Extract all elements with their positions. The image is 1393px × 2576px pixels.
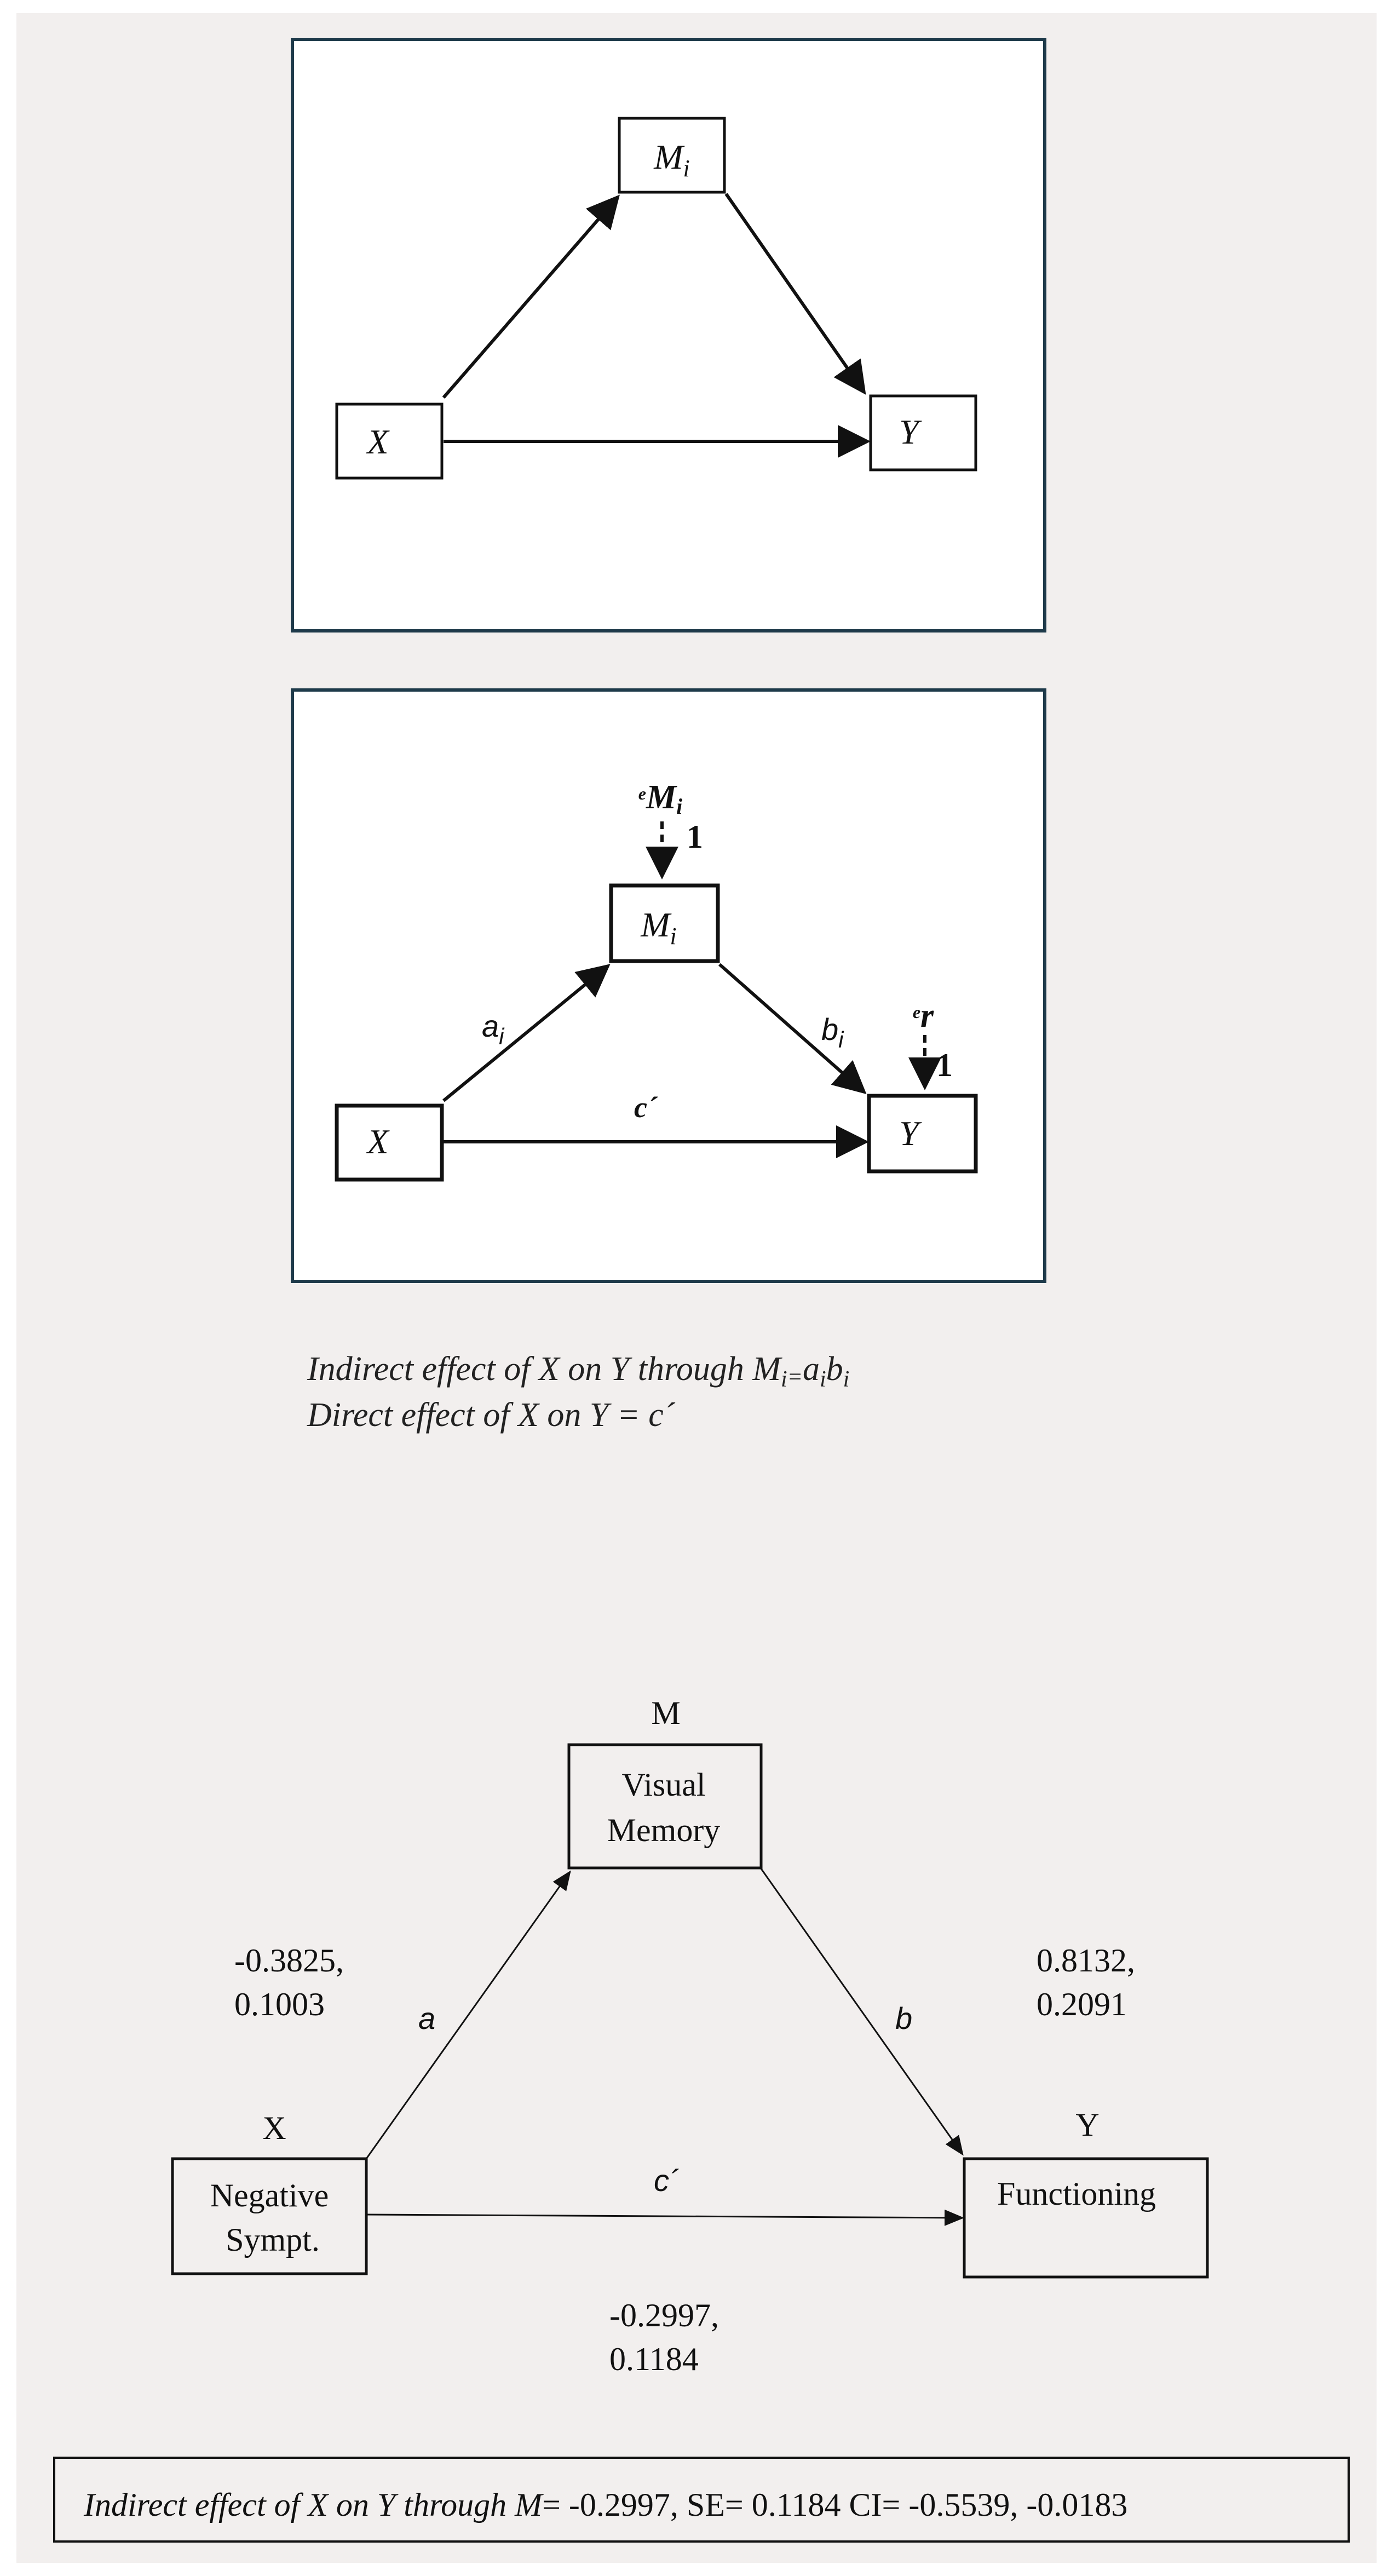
panel2-x-label: X — [365, 1122, 390, 1161]
panel3-coef-c-line1: -0.2997, — [609, 2297, 719, 2333]
summary-frame — [53, 2457, 1350, 2543]
panel2-error-y-weight: 1 — [936, 1047, 953, 1083]
panel3-y-line1: Functioning — [997, 2176, 1156, 2212]
panel2-x-node — [335, 1103, 444, 1182]
panel2-error-y-label: er — [913, 997, 934, 1034]
panel3-m-line2: Memory — [607, 1812, 721, 1848]
summary-text: Indirect effect of X on Y through M= -0.… — [83, 2487, 1127, 2523]
panel2-m-node — [609, 883, 720, 963]
panel-mediation-with-paths: eMi 1 Mi X er 1 Y ai bi c´ — [291, 688, 1046, 1283]
panel3-path-b-label: b — [895, 2001, 912, 2036]
panel3-role-y: Y — [1075, 2107, 1099, 2143]
panel2-y-label: Y — [899, 1114, 922, 1153]
panel3-m-node — [567, 1743, 763, 1870]
formula-indirect: Indirect effect of X on Y through Mi=aib… — [307, 1350, 849, 1392]
panel2-arrow-b — [718, 963, 867, 1094]
panel1-m-node — [618, 117, 726, 194]
panel3-x-line1: Negative — [210, 2177, 329, 2213]
panel3-y-node — [963, 2157, 1209, 2279]
panel3-coef-a-line2: 0.1003 — [234, 1986, 325, 2022]
panel3-coef-b-line1: 0.8132, — [1037, 1942, 1135, 1979]
panel2-frame — [291, 688, 1046, 1283]
panel3-role-m: M — [651, 1695, 680, 1731]
panel3-arrow-b — [759, 1867, 964, 2156]
panel1-x-node — [335, 403, 444, 480]
panel-simple-mediation: Mi X Y — [291, 38, 1046, 633]
panel2-path-a-label: ai — [482, 1009, 505, 1049]
summary-box: Indirect effect of X on Y through M= -0.… — [53, 2457, 1350, 2543]
panel1-x-label: X — [365, 422, 390, 461]
panel3-arrow-a — [365, 1870, 571, 2159]
panel1-y-node — [869, 394, 977, 472]
panel3-coef-a-line1: -0.3825, — [234, 1942, 344, 1979]
panel1-arrow-m-y — [724, 193, 866, 395]
panel1-arrow-x-m — [442, 194, 620, 399]
panel1-y-label: Y — [899, 412, 922, 451]
panel2-arrow-a — [442, 964, 611, 1102]
panel2-path-b-label: bi — [821, 1012, 844, 1053]
panel3-arrow-c — [366, 2209, 964, 2226]
panel3-m-line1: Visual — [621, 1767, 705, 1803]
effect-formulas: Indirect effect of X on Y through Mi=aib… — [307, 1350, 849, 1434]
panel3-x-line2: Sympt. — [226, 2222, 320, 2258]
panel3-path-a-label: a — [418, 2001, 435, 2036]
panel3-coef-c-line2: 0.1184 — [609, 2341, 699, 2377]
panel2-error-m-label: eMi — [638, 779, 682, 819]
formula-direct: Direct effect of X on Y = c´ — [307, 1396, 676, 1434]
panel2-m-label: Mi — [640, 905, 677, 950]
panel-applied-mediation: M Visual Memory X Negative Sympt. Y Func… — [171, 1695, 1209, 2377]
panel1-frame — [291, 38, 1046, 633]
panel3-coef-b-line2: 0.2091 — [1037, 1986, 1127, 2022]
panel3-x-node — [171, 2157, 368, 2275]
panel3-path-c-label: c´ — [654, 2163, 680, 2198]
panel1-m-label: Mi — [653, 137, 690, 182]
panel2-path-c-label: c´ — [634, 1091, 658, 1124]
panel3-role-x: X — [262, 2110, 286, 2146]
panel2-y-node — [867, 1094, 978, 1174]
panel2-error-m-weight: 1 — [687, 819, 703, 855]
